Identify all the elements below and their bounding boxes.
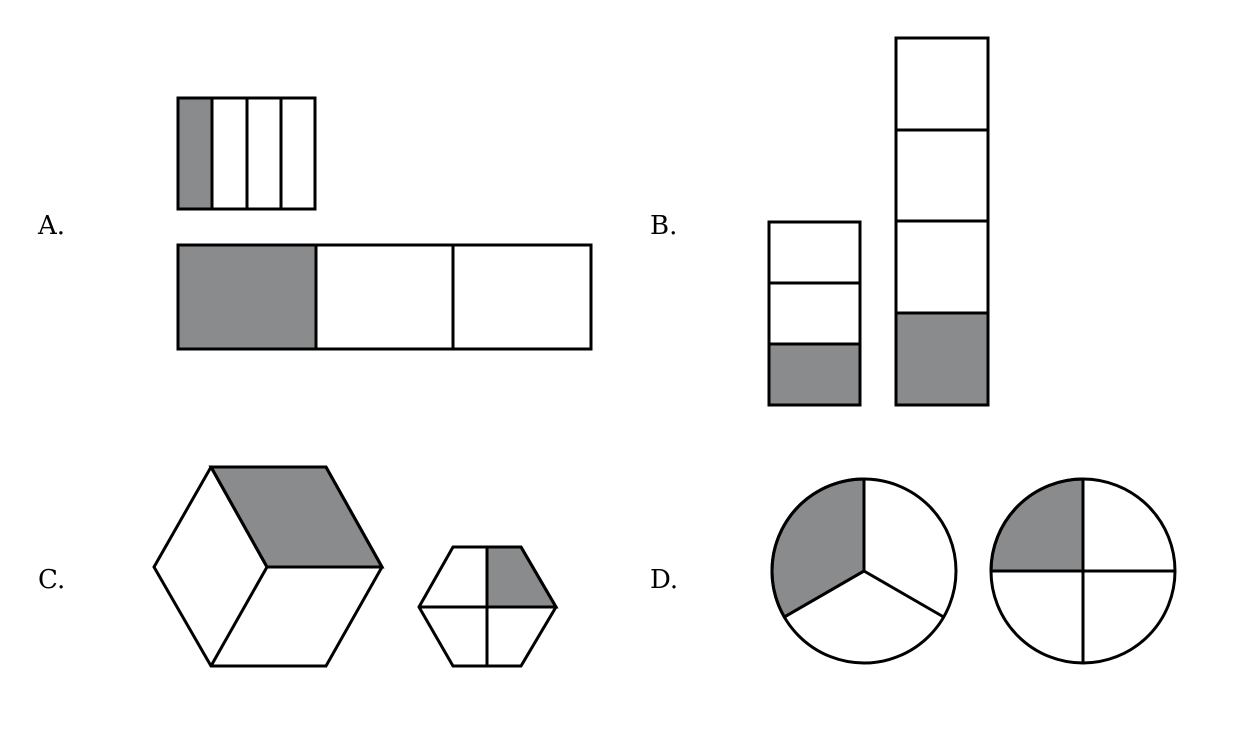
option-a-rect-thirds-outline xyxy=(176,243,593,351)
option-c-hexagon-thirds xyxy=(152,465,385,668)
option-b-bar-fourths xyxy=(894,36,990,407)
option-a-label: A. xyxy=(37,211,65,241)
option-b-bar-thirds xyxy=(767,220,862,407)
option-b-bar-thirds-outline xyxy=(767,220,862,407)
option-a-rect-thirds xyxy=(176,243,593,351)
option-b-label: B. xyxy=(650,211,677,241)
option-a-rect-fourths-shaded-part xyxy=(176,96,214,211)
option-d-circle-fourths xyxy=(989,477,1177,665)
option-c-hexagon-fourths-shaded-part xyxy=(485,545,559,609)
option-a-rect-fourths xyxy=(176,96,317,211)
option-a-figures xyxy=(176,96,593,351)
option-d-label: D. xyxy=(650,565,678,595)
option-b-bar-fourths-shaded-part xyxy=(894,311,990,407)
option-d-figures xyxy=(770,477,1177,665)
option-c-figures xyxy=(152,465,559,668)
option-d-circle-thirds xyxy=(770,477,958,665)
option-c-hexagon-thirds-shaded-part xyxy=(208,465,385,569)
option-c-hexagon-thirds-divider xyxy=(209,466,269,568)
option-b-figures xyxy=(767,36,990,407)
option-c-hexagon-thirds-outline xyxy=(152,465,384,668)
option-c-hexagon-thirds-divider xyxy=(209,566,269,667)
option-c-hexagon-fourths xyxy=(417,545,559,668)
option-d-circle-thirds-divider xyxy=(863,569,945,619)
option-d-circle-thirds-divider xyxy=(783,569,865,619)
option-b-bar-thirds-shaded-part xyxy=(767,342,862,407)
option-a-rect-thirds-shaded-part xyxy=(176,243,318,351)
option-c-label: C. xyxy=(38,565,65,595)
